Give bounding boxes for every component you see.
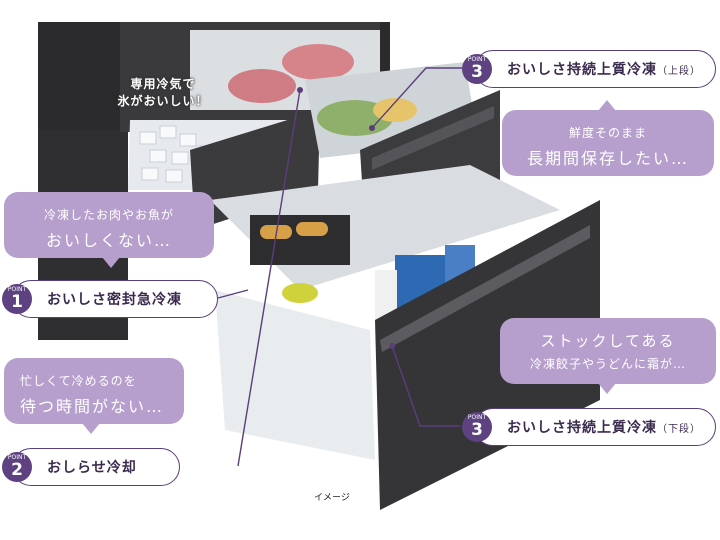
callout-tail: [598, 100, 616, 111]
feature-suffix: （下段）: [657, 423, 701, 435]
callout-fresh: 鮮度そのまま 長期間保存したい…: [502, 100, 714, 176]
callout-tail: [598, 383, 616, 394]
feature-label: おしらせ冷却: [47, 460, 137, 476]
callout-meat-line2: おいしくない…: [45, 231, 172, 250]
feature-pill-notify: おしらせ冷却: [12, 448, 180, 486]
point-label: POINT: [467, 414, 487, 421]
feature-pill-seal: おいしさ密封急冷凍: [12, 280, 218, 318]
point-badge: POINT 2: [2, 452, 32, 482]
callout-busy-line1: 忙しくて冷めるのを: [20, 374, 137, 388]
callout-tail: [102, 257, 120, 268]
point-label: POINT: [7, 454, 27, 461]
point-number: 1: [11, 292, 23, 312]
callout-busy: 忙しくて冷めるのを 待つ時間がない…: [4, 358, 184, 434]
ice-label: 専用冷気で 氷がおいしい！: [108, 76, 218, 110]
feature-label: おいしさ密封急冷凍: [47, 292, 182, 308]
ice-label-line1: 専用冷気で: [130, 77, 196, 91]
point-label: POINT: [7, 286, 27, 293]
callout-fresh-line1: 鮮度そのまま: [568, 126, 647, 140]
callout-fresh-line2: 長期間保存したい…: [526, 149, 689, 168]
callout-meat: 冷凍したお肉やお魚が おいしくない…: [4, 192, 214, 268]
point-number: 3: [471, 420, 483, 440]
ice-label-line2: 氷がおいしい！: [117, 94, 209, 108]
point-badge: POINT 3: [462, 54, 492, 84]
feature-label: おいしさ持続上質冷凍: [507, 62, 657, 78]
feature-label: おいしさ持続上質冷凍: [507, 420, 657, 436]
image-caption: イメージ: [314, 493, 350, 503]
point-number: 3: [471, 62, 483, 82]
callout-busy-line2: 待つ時間がない…: [20, 397, 165, 416]
callout-stock: ストックしてある 冷凍餃子やうどんに霜が…: [500, 318, 716, 394]
point-badge: POINT 1: [2, 284, 32, 314]
callout-tail: [82, 423, 100, 434]
callout-meat-line1: 冷凍したお肉やお魚が: [43, 208, 174, 222]
callout-stock-line2: 冷凍餃子やうどんに霜が…: [529, 357, 686, 371]
feature-suffix: （上段）: [657, 65, 701, 77]
point-label: POINT: [467, 56, 487, 63]
point-number: 2: [11, 460, 23, 480]
feature-pill-upper: おいしさ持続上質冷凍（上段）: [474, 50, 716, 88]
feature-pill-lower: おいしさ持続上質冷凍（下段）: [474, 408, 716, 446]
callout-stock-line1: ストックしてある: [540, 332, 676, 350]
point-badge: POINT 3: [462, 412, 492, 442]
